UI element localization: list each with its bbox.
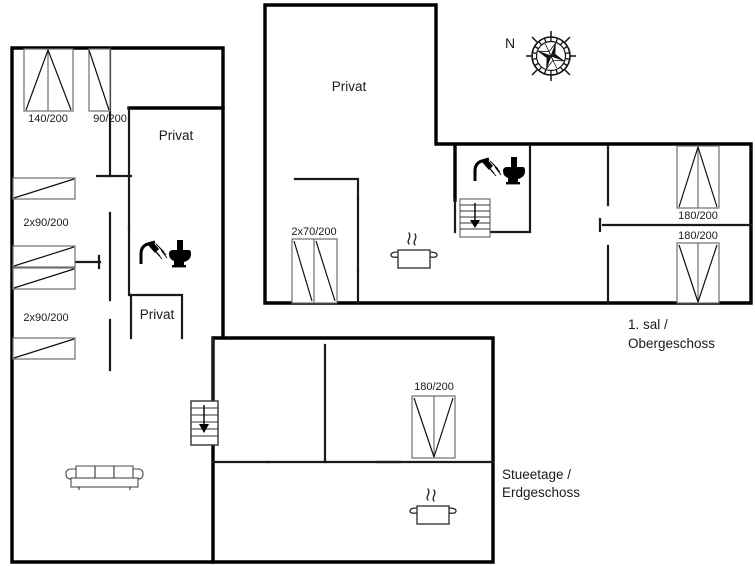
bed-label-180-200-c: 180/200 <box>414 381 454 393</box>
bed-140-200 <box>23 48 74 112</box>
bed-label-2x70-200: 2x70/200 <box>291 226 336 238</box>
room-label-privat-top: Privat <box>332 79 367 94</box>
bed-2x90-200-a <box>12 177 76 268</box>
upper-floor-interior-walls <box>293 144 753 304</box>
bed-90-200 <box>88 48 111 112</box>
room-label-privat-left: Privat <box>159 128 194 143</box>
staircase-down-icon-upper <box>459 198 491 238</box>
bed-label-140-200: 140/200 <box>28 113 68 125</box>
bed-2x70-200 <box>291 238 338 304</box>
shower-toilet-icon-left <box>139 240 191 268</box>
floor-label-lower-line2: Erdgeschoss <box>502 485 580 500</box>
bed-180-200-b <box>676 242 720 304</box>
cooking-pot-icon-upper <box>390 232 438 269</box>
cooking-pot-icon-lower <box>409 488 457 525</box>
bed-180-200-c <box>411 395 456 459</box>
sofa-icon <box>65 465 144 490</box>
shower-toilet-icon-upper <box>473 157 525 185</box>
bed-label-180-200-b: 180/200 <box>678 230 718 242</box>
floor-label-lower-line1: Stueetage / <box>502 467 571 482</box>
bed-label-2x90-200-b: 2x90/200 <box>23 312 68 324</box>
bed-label-90-200: 90/200 <box>93 113 127 125</box>
compass-north-label: N <box>505 35 515 51</box>
upper-floor-outline <box>263 3 753 305</box>
room-label-privat-wc: Privat <box>140 307 175 322</box>
bed-label-2x90-200-a: 2x90/200 <box>23 217 68 229</box>
bed-label-180-200-a: 180/200 <box>678 210 718 222</box>
floor-label-upper-line1: 1. sal / <box>628 317 668 332</box>
staircase-down-icon-lower <box>190 400 219 446</box>
bed-180-200-a <box>676 145 720 209</box>
compass-rose-icon <box>526 31 576 81</box>
floor-label-upper-line2: Obergeschoss <box>628 336 715 351</box>
bed-2x90-200-b <box>12 267 76 360</box>
